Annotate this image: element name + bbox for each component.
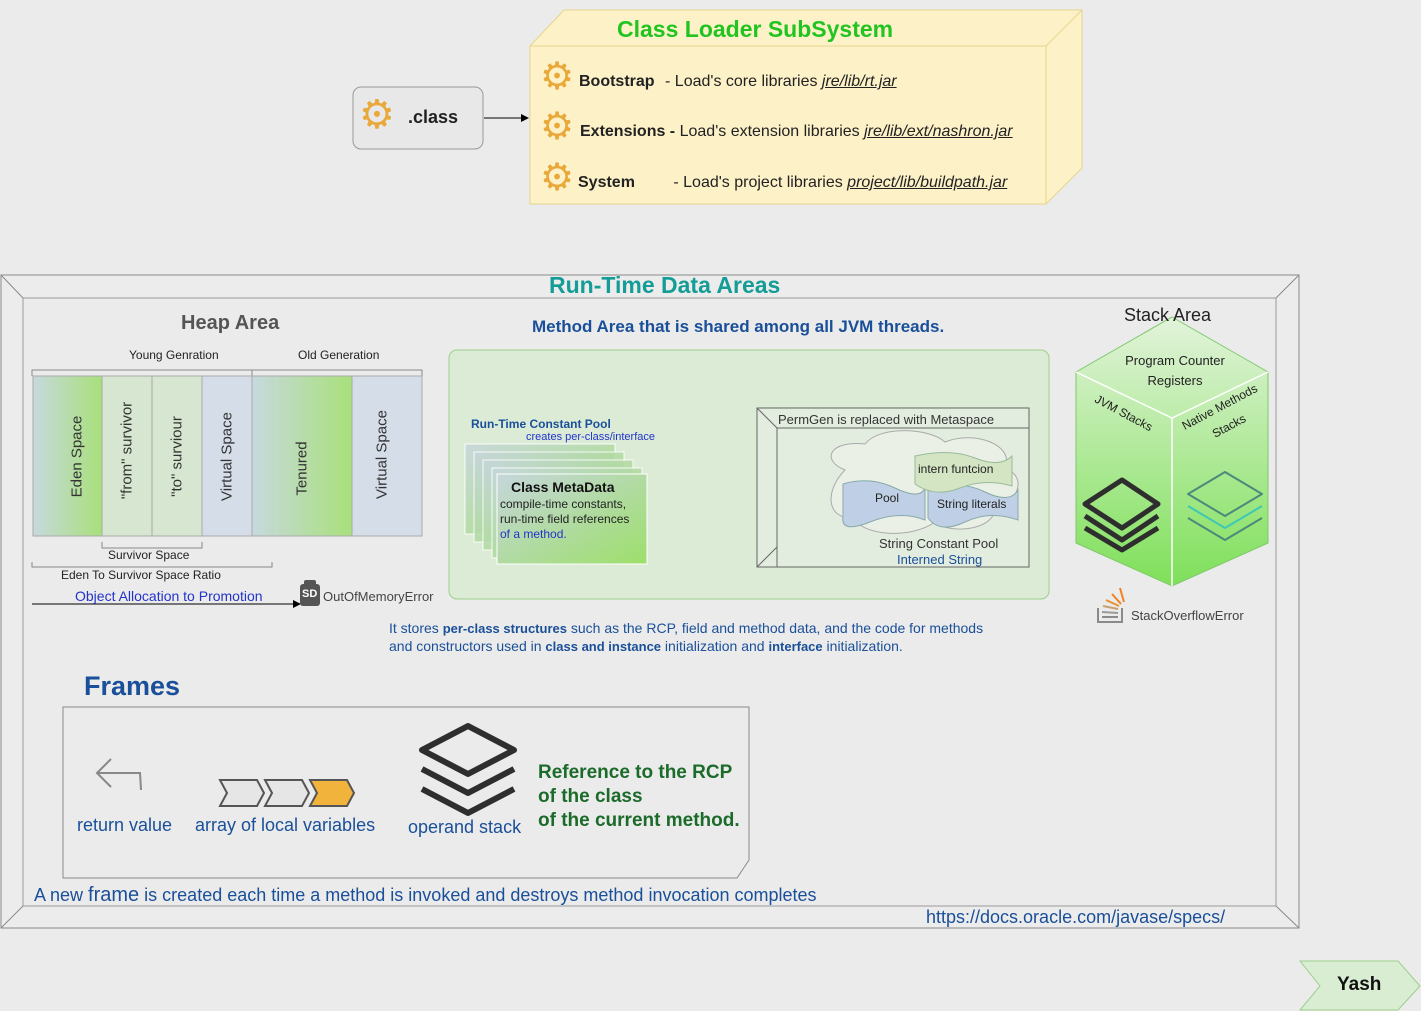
- young-generation-label: Young Genration: [129, 348, 219, 362]
- permgen-label: PermGen is replaced with Metaspace: [778, 412, 995, 427]
- heap-columns: [32, 375, 423, 537]
- loader-name: Extensions -: [580, 123, 676, 140]
- docs-link[interactable]: https://docs.oracle.com/javase/specs/: [926, 907, 1226, 927]
- desc_parts-part: per-class structures: [442, 621, 567, 636]
- rcp-subtitle: creates per-class/interface: [526, 431, 655, 443]
- loader-system: System - Load's project libraries projec…: [578, 174, 1007, 192]
- program-counter-label: Program Counter: [1125, 353, 1225, 368]
- loader-desc: Load's extension libraries: [679, 123, 865, 140]
- rcp-title: Run-Time Constant Pool: [471, 417, 611, 431]
- interned-string-label: Interned String: [897, 552, 983, 567]
- loader-bootstrap: Bootstrap - Load's core libraries jre/li…: [579, 73, 897, 91]
- oom-badge-icon: [300, 580, 320, 606]
- eden-survivor-ratio-label: Eden To Survivor Space Ratio: [61, 568, 221, 582]
- heap-column-to-survivor: "to" surviour: [168, 416, 186, 497]
- class-metadata-title: Class MetaData: [511, 479, 615, 495]
- heap-column-virtual-young: Virtual Space: [218, 412, 236, 501]
- loader-name: Bootstrap: [579, 73, 655, 90]
- class-loader-title: Class Loader SubSystem: [617, 16, 894, 42]
- class-file-box: [352, 86, 484, 150]
- method-area-title: Method Area that is shared among all JVM…: [532, 317, 945, 336]
- desc_parts-part: It stores: [389, 620, 443, 636]
- promotion-label: Object Allocation to Promotion: [75, 588, 263, 604]
- loader-path: jre/lib/rt.jar: [821, 73, 897, 90]
- stackoverflow-icon: [1097, 587, 1125, 623]
- runtime-title: Run-Time Data Areas: [549, 272, 781, 298]
- oom-label: OutOfMemoryError: [323, 589, 434, 604]
- class-metadata-desc-2: run-time field references: [500, 512, 630, 526]
- loader-name: System: [578, 174, 635, 191]
- loader-desc: - Load's core libraries: [665, 73, 822, 90]
- desc_parts-part: such as the RCP, field and method data, …: [566, 620, 984, 636]
- loader-path: project/lib/buildpath.jar: [847, 174, 1008, 191]
- string-literals-label: String literals: [937, 497, 1007, 511]
- frames-note-prefix: A new: [34, 885, 89, 905]
- stack-area-title: Stack Area: [1124, 305, 1212, 325]
- author-label: Yash: [1337, 974, 1382, 995]
- class-metadata-desc-1: compile-time constants,: [500, 497, 627, 511]
- gear-icon: ⚙: [540, 157, 575, 199]
- survivor-space-label: Survivor Space: [108, 548, 190, 562]
- heap-column-virtual-old: Virtual Space: [373, 410, 391, 499]
- local-variables-label: array of local variables: [195, 815, 376, 835]
- desc_parts2-part: initialization and: [661, 638, 769, 654]
- native-stack-layers-icon: [1187, 471, 1263, 541]
- heap-column-tenured: Tenured: [293, 441, 311, 496]
- frames-note-bold: frame: [88, 884, 140, 906]
- gear-icon: ⚙: [540, 106, 575, 148]
- oom-badge-text: SD: [302, 588, 318, 600]
- desc_parts2-part: initialization.: [822, 638, 903, 654]
- method-area-description-line-2: and constructors used in class and insta…: [389, 638, 903, 654]
- return-arrow-icon: [95, 758, 142, 791]
- operand-stack-label: operand stack: [408, 817, 522, 837]
- string-constant-pool-label: String Constant Pool: [879, 536, 999, 551]
- gear-icon: ⚙: [359, 93, 395, 137]
- jvm-stack-layers-icon: [1082, 477, 1161, 553]
- rcp-reference-line-3: of the current method.: [538, 810, 740, 831]
- stackoverflow-label: StackOverflowError: [1131, 608, 1244, 623]
- rcp-reference-line-2: of the class: [538, 786, 643, 807]
- frames-note: A new frame is created each time a metho…: [34, 884, 817, 907]
- class-loader-box: [529, 9, 1083, 205]
- stack-area-cube: [1075, 316, 1269, 587]
- class-file-label: .class: [408, 107, 459, 127]
- old-generation-label: Old Generation: [298, 348, 380, 362]
- desc_parts2-part: interface: [768, 639, 823, 654]
- loader-desc: - Load's project libraries: [673, 174, 848, 191]
- registers-label: Registers: [1147, 373, 1203, 388]
- frames-title: Frames: [84, 671, 181, 701]
- class-metadata-stack: [464, 443, 648, 565]
- frames-note-suffix: is created each time a method is invoked…: [139, 885, 817, 905]
- return-value-label: return value: [77, 815, 173, 835]
- gear-icon: ⚙: [540, 56, 575, 98]
- rcp-reference-line-1: Reference to the RCP: [538, 762, 733, 783]
- author-tag: [1298, 960, 1421, 1011]
- heap-title: Heap Area: [181, 312, 280, 334]
- intern-function-label: intern funtcion: [918, 462, 994, 476]
- frames-box: [62, 706, 750, 879]
- loader-path: jre/lib/ext/nashron.jar: [864, 123, 1013, 140]
- method-area-description-line-1: It stores per-class structures such as t…: [389, 620, 983, 636]
- desc_parts2-part: class and instance: [545, 639, 662, 654]
- loader-extensions: Extensions - Load's extension libraries …: [580, 123, 1013, 141]
- local-variables-array-icon: [218, 779, 356, 807]
- desc_parts2-part: and constructors used in: [389, 638, 546, 654]
- heap-brackets: [31, 369, 423, 568]
- class-metadata-desc-3: of a method.: [500, 527, 567, 541]
- heap-column-from-survivor: "from" survivor: [118, 401, 136, 500]
- pool-label: Pool: [875, 491, 900, 505]
- string-pool-cloud: [830, 430, 1019, 534]
- heap-column-eden: Eden Space: [68, 415, 86, 498]
- operand-stack-icon: [419, 723, 517, 816]
